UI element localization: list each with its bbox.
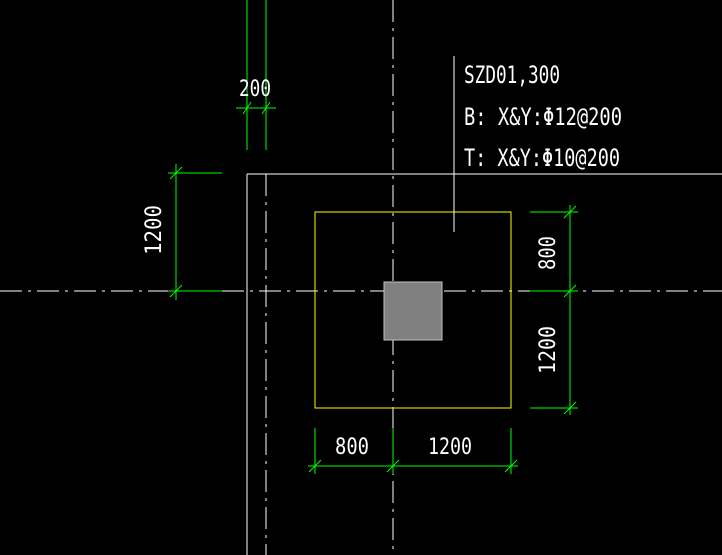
dim-text-right-lower: 1200 xyxy=(536,326,561,374)
outline-edges xyxy=(246,173,722,555)
dim-text-right-upper: 800 xyxy=(536,236,561,270)
dim-text-bottom-right: 1200 xyxy=(428,435,472,460)
annotation-bottom-rebar[interactable]: B: X&Y:Φ12@200 xyxy=(464,103,622,131)
extension-lines xyxy=(246,0,267,150)
dim-text-bottom-left: 800 xyxy=(335,435,369,460)
footing-outline[interactable] xyxy=(314,211,512,409)
dim-left-vertical[interactable] xyxy=(168,164,222,300)
dim-right-vertical[interactable] xyxy=(530,205,578,415)
dim-wall-offset[interactable] xyxy=(236,101,276,115)
annotation-footing-id[interactable]: SZD01,300 xyxy=(464,61,560,89)
dim-text-wall-offset: 200 xyxy=(239,77,271,102)
dim-text-left-vertical: 1200 xyxy=(142,205,167,255)
column-block[interactable] xyxy=(383,281,443,341)
annotation-top-rebar[interactable]: T: X&Y:Φ10@200 xyxy=(464,144,620,172)
dim-bottom-horizontal[interactable] xyxy=(308,428,518,474)
